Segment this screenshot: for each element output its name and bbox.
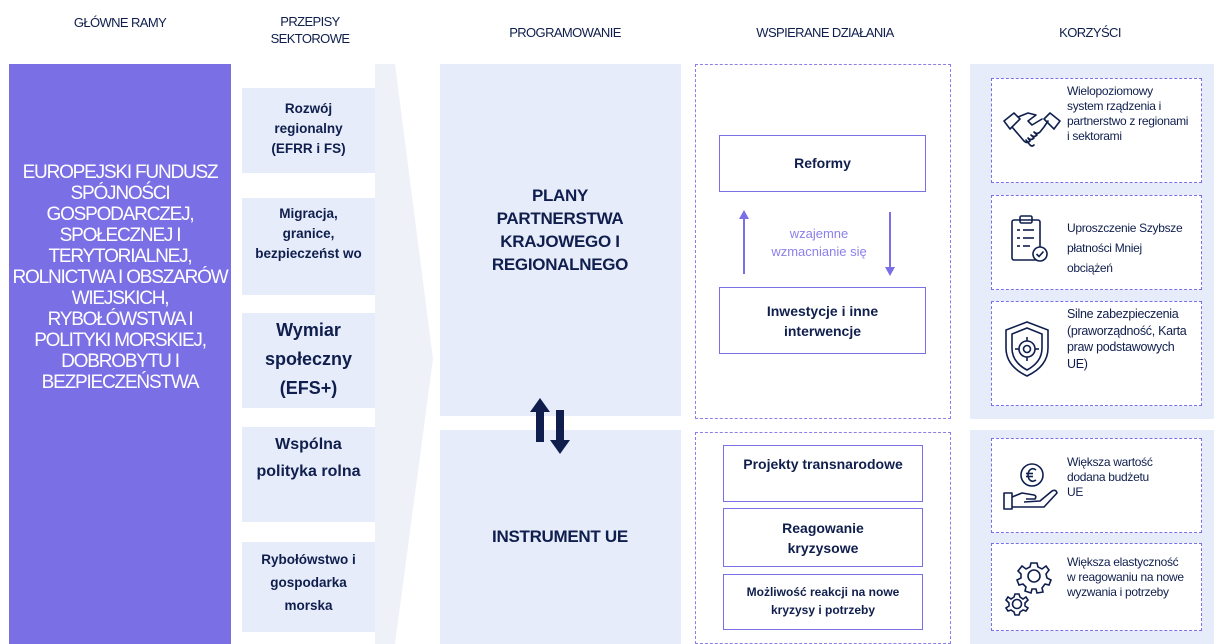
benefit-card-safeguards: Silne zabezpieczenia (praworządność, Kar… (991, 301, 1202, 406)
crisis-response-box: Reagowanie kryzysowe (723, 508, 923, 567)
clipboard-check-icon (1011, 215, 1048, 262)
header-benefits: KORZYŚCI (1059, 25, 1121, 40)
benefit-added-value-text: Większa wartość dodana budżetu UE (1067, 455, 1153, 499)
programming-instrument-panel (440, 430, 681, 644)
benefit-card-flexibility: Większa elastyczność w reagowaniu na now… (991, 543, 1202, 631)
sector-rule-social: Wymiar społeczny (EFS+) (242, 313, 375, 408)
sector-rule-agriculture: Wspólna polityka rolna (242, 427, 375, 522)
main-framework-text: EUROPEJSKI FUNDUSZ SPÓJNOŚCI GOSPODARCZE… (12, 162, 229, 393)
mutual-reinforcement-text: wzajemne wzmacnianie się (771, 226, 867, 259)
benefit-card-simplification: Uproszczenie Szybsze płatności Mniej obc… (991, 195, 1202, 290)
euro-hand-icon (1003, 463, 1058, 510)
new-crises-response-box: Możliwość reakcji na nowe kryzysy i potr… (723, 574, 923, 630)
flow-arrow-shape (375, 64, 433, 644)
benefit-card-added-value: Większa wartość dodana budżetu UE (991, 438, 1202, 533)
benefit-governance-text: Wielopoziomowy system rządzenia i partne… (1067, 84, 1189, 143)
supported-actions-top-frame (695, 64, 951, 419)
handshake-icon (1003, 112, 1061, 147)
header-programming: PROGRAMOWANIE (509, 25, 621, 40)
partnership-plans-label: PLANY PARTNERSTWA KRAJOWEGO I REGIONALNE… (491, 186, 629, 274)
sector-rule-fisheries: Rybołówstwo i gospodarka morska (242, 542, 375, 632)
header-supported-actions: WSPIERANE DZIAŁANIA (756, 25, 894, 40)
programming-plans-panel (440, 64, 681, 416)
sector-rule-regional: Rozwój regionalny (EFRR i FS) (242, 88, 375, 173)
mutual-arrow-down-icon (885, 212, 895, 276)
main-framework-panel (9, 64, 231, 644)
header-main-frameworks: GŁÓWNE RAMY (73, 15, 167, 30)
benefit-safeguards-text: Silne zabezpieczenia (praworządność, Kar… (1067, 307, 1187, 371)
reforms-box: Reformy (719, 135, 926, 192)
eu-instrument-label: INSTRUMENT UE (492, 527, 628, 546)
header-sector-rules: PRZEPISY SEKTOROWE (270, 14, 350, 46)
benefit-simplification-text: Uproszczenie Szybsze płatności Mniej obc… (1067, 221, 1183, 275)
transnational-projects-box: Projekty transnarodowe (723, 445, 923, 502)
sector-rule-migration: Migracja, granice, bezpieczeńst wo (242, 198, 375, 295)
benefit-card-governance: Wielopoziomowy system rządzenia i partne… (991, 78, 1202, 183)
mutual-arrow-up-icon (739, 210, 749, 274)
shield-icon (1005, 321, 1049, 377)
gears-icon (1004, 562, 1053, 616)
up-down-arrows-icon (530, 398, 570, 454)
benefit-flexibility-text: Większa elastyczność w reagowaniu na now… (1067, 555, 1184, 599)
investments-box: Inwestycje i inne interwencje (719, 287, 926, 354)
